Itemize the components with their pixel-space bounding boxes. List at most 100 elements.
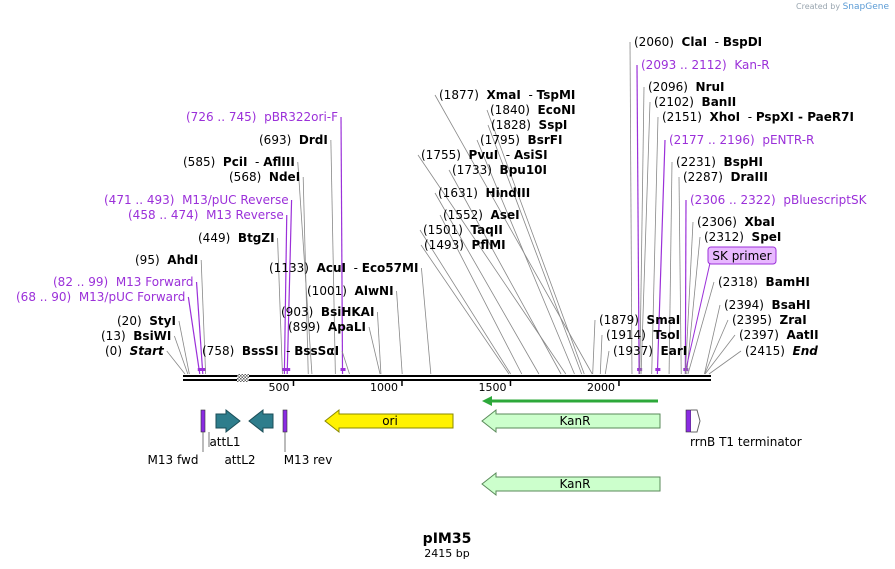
site-position: (13): [101, 329, 126, 343]
leader-line: [604, 350, 610, 375]
primer-binding-mark: [282, 368, 288, 371]
site-name: XmaI: [487, 88, 521, 102]
site-position: (2060): [634, 35, 674, 49]
leader-line: [708, 350, 742, 375]
primer-binding-mark: [197, 368, 203, 371]
leader-line: [417, 154, 567, 375]
enzyme-label: (1501) TaqII: [423, 223, 503, 237]
leader-line: [286, 199, 293, 375]
leader-line: [656, 139, 666, 375]
site-name: pENTR-R: [762, 133, 814, 147]
attl2-arrow: [248, 408, 274, 434]
feature-label: attL1: [209, 435, 240, 449]
orf-arrowhead: [482, 396, 492, 406]
attl1-arrow: [215, 408, 241, 434]
leader-line: [684, 199, 687, 375]
site-position: (568): [229, 170, 261, 184]
leader-line: [434, 94, 593, 375]
enzyme-label: (1914) TsoI: [606, 328, 680, 342]
leader-line: [636, 64, 640, 375]
enzyme-label: (2060) ClaI - BspDI: [634, 35, 762, 49]
ori-arrow: [324, 408, 454, 434]
site-name: TsoI: [654, 328, 680, 342]
site-name: SmaI: [647, 313, 681, 327]
site-position: (1914): [606, 328, 646, 342]
leader-line: [687, 281, 715, 375]
label-leader-lines: [166, 41, 742, 375]
site-position: (903): [281, 305, 313, 319]
site-position: (1877): [439, 88, 479, 102]
primer-label: (2177 .. 2196) pENTR-R: [669, 133, 814, 147]
site-name: XbaI: [745, 215, 775, 229]
leader-line: [195, 281, 204, 375]
leader-line: [187, 296, 201, 375]
primer-label: (2306 .. 2322) pBluescriptSK: [690, 193, 868, 207]
leader-line: [330, 139, 336, 375]
leader-line: [704, 319, 729, 375]
site-name: XhoI: [710, 110, 741, 124]
site-position: (20): [117, 314, 142, 328]
site-position: (1937): [613, 344, 653, 358]
enzyme-label: (1133) AcuI - Eco57MI: [269, 261, 418, 275]
leader-line: [704, 304, 721, 375]
enzyme-label: (2287) DraIII: [683, 170, 768, 184]
site-name: M13 Reverse: [206, 208, 284, 222]
leader-line: [476, 139, 575, 375]
site-position: (2093 .. 2112): [641, 58, 727, 72]
enzyme-label: (2151) XhoI - PspXI - PaeR7I: [662, 110, 854, 124]
feature-label: attL2: [224, 453, 255, 467]
ruler-tick-label: 1000: [370, 381, 398, 394]
leader-line: [678, 176, 682, 375]
site-name: DraIII: [731, 170, 768, 184]
leader-line: [487, 124, 583, 375]
site-name: M13 Forward: [116, 275, 194, 289]
primer-binding-mark: [655, 368, 661, 371]
site-name: BsiHKAI: [321, 305, 375, 319]
site-position: (1828): [491, 118, 531, 132]
site-name-alt: PspXI - PaeR7I: [756, 110, 854, 124]
site-name: ZraI: [780, 313, 807, 327]
site-position: (1879): [599, 313, 639, 327]
site-position: (2151): [662, 110, 702, 124]
site-name: Start: [130, 344, 165, 358]
site-position: (1631): [438, 186, 478, 200]
leader-line: [668, 161, 673, 375]
leader-line: [686, 236, 701, 375]
site-position: (585): [183, 155, 215, 169]
enzyme-label: (693) DrdI: [259, 133, 328, 147]
enzyme-label: (1795) BsrFI: [480, 133, 562, 147]
leader-line: [592, 319, 596, 375]
terminator-arrowhead: [691, 409, 701, 433]
site-position: (2394): [724, 298, 764, 312]
site-position: (1755): [421, 148, 461, 162]
site-name: pBR322ori-F: [264, 110, 338, 124]
site-name: PvuI: [469, 148, 499, 162]
enzyme-label: (1493) PflMI: [424, 238, 506, 252]
primer-label: (471 .. 493) M13/pUC Reverse: [104, 193, 289, 207]
site-name-alt: AflIII: [263, 155, 295, 169]
site-name: SspI: [539, 118, 568, 132]
leader-line: [341, 350, 350, 375]
m13-fwd-feature: [200, 409, 206, 433]
primer-binding-mark: [285, 368, 291, 371]
leader-line: [448, 169, 562, 375]
site-name: BsiWI: [133, 329, 171, 343]
site-name: AhdI: [167, 253, 198, 267]
primer-label: (2093 .. 2112) Kan-R: [641, 58, 770, 72]
enzyme-label: (585) PciI - AflIII: [183, 155, 295, 169]
leader-line: [420, 244, 510, 375]
leader-line: [277, 237, 283, 375]
site-position: (449): [198, 231, 230, 245]
enzyme-label: (95) AhdI: [135, 253, 198, 267]
m13-rev-feature: [282, 409, 288, 433]
site-position: (1001): [307, 284, 347, 298]
enzyme-label: (1828) SspI: [491, 118, 567, 132]
site-name: AcuI: [317, 261, 346, 275]
site-position: (458 .. 474): [128, 208, 198, 222]
primer-label: (458 .. 474) M13 Reverse: [128, 208, 284, 222]
site-name: TaqII: [471, 223, 503, 237]
leader-line: [166, 350, 186, 375]
site-position: (2102): [654, 95, 694, 109]
site-position: (82 .. 99): [53, 275, 108, 289]
primer-label: (82 .. 99) M13 Forward: [53, 275, 194, 289]
